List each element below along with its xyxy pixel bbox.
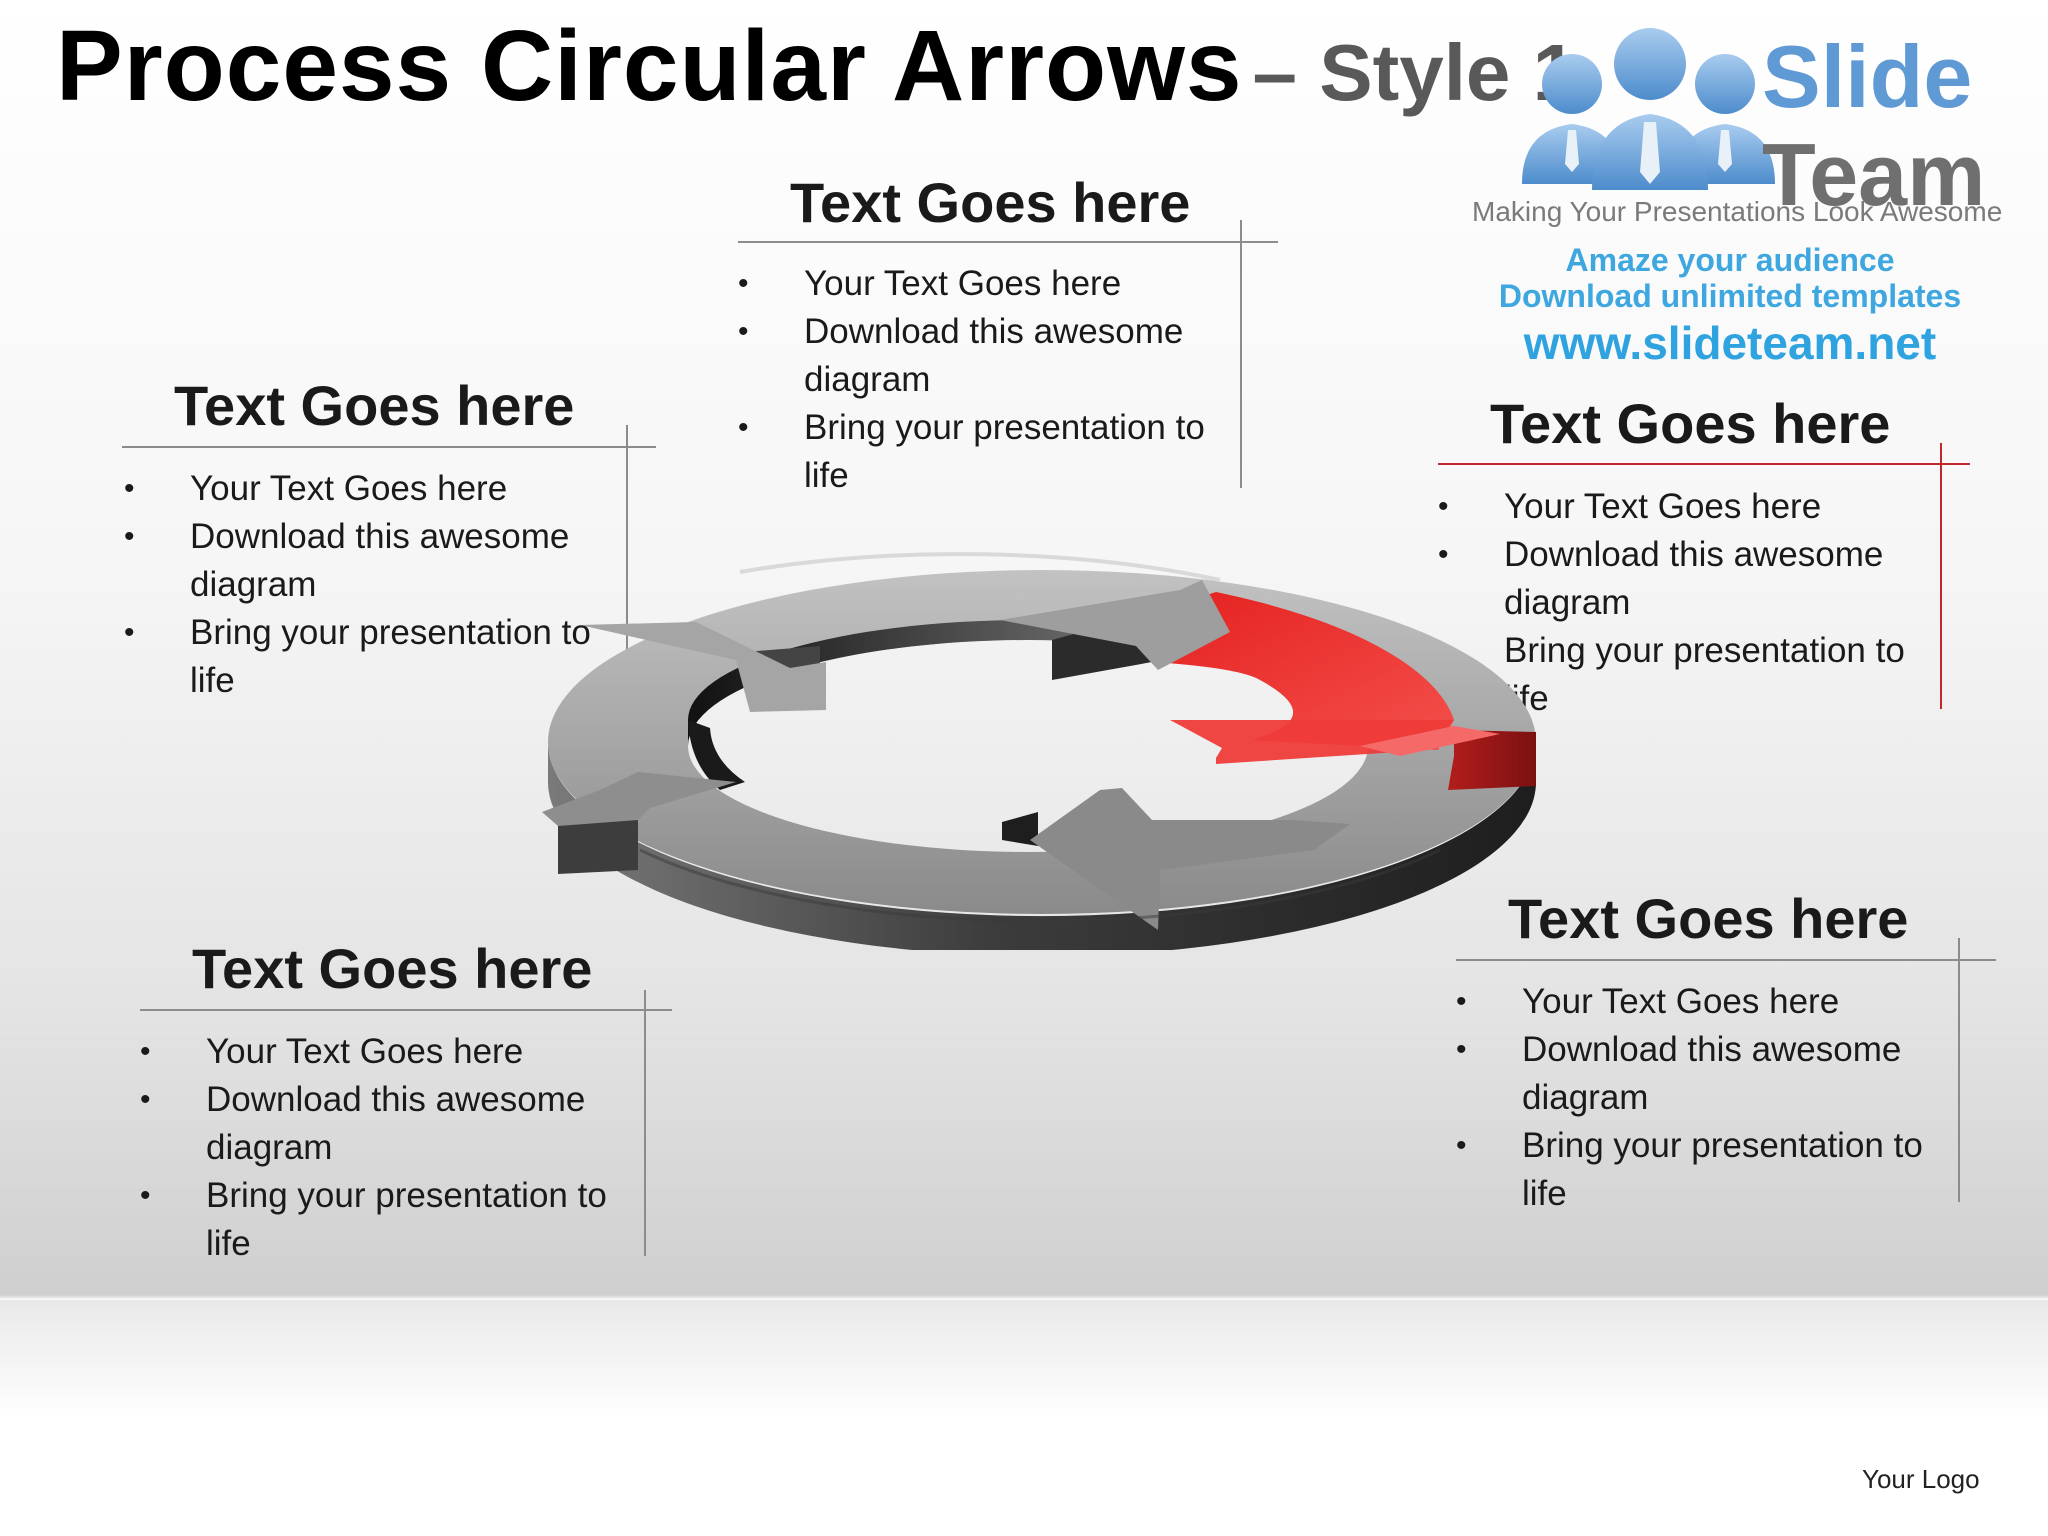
arrow-head-top xyxy=(1000,580,1230,670)
slideteam-logo[interactable]: Slide Team Making Your Presentations Loo… xyxy=(1460,18,2020,369)
block-divider-vertical xyxy=(1240,220,1242,488)
block-divider xyxy=(738,241,1278,243)
bullet-list: Your Text Goes here Download this awesom… xyxy=(124,465,624,705)
your-logo-placeholder: Your Logo xyxy=(1862,1464,1980,1494)
block-heading: Text Goes here xyxy=(1490,392,1891,455)
block-heading: Text Goes here xyxy=(1508,887,1909,950)
arrow-head-top-left xyxy=(580,622,826,712)
promo-line-1: Amaze your audience xyxy=(1565,242,1895,278)
bullet-item: Download this awesome diagram xyxy=(1456,1026,1956,1122)
block-divider-vertical xyxy=(1940,443,1942,709)
bullet-item: Download this awesome diagram xyxy=(738,308,1238,404)
bullet-list: Your Text Goes here Download this awesom… xyxy=(738,260,1238,500)
promo-line-2: Download unlimited templates xyxy=(1498,278,1962,314)
slide-title: Process Circular Arrows– Style 1 xyxy=(56,16,1577,116)
logo-tagline: Making Your Presentations Look Awesome xyxy=(1472,196,2003,227)
ring-inner-wall-left xyxy=(688,720,745,790)
ring-bottom-shadow xyxy=(639,848,1441,923)
red-arrow-tip xyxy=(1448,730,1536,790)
block-divider xyxy=(1438,463,1970,465)
bullet-item: Your Text Goes here xyxy=(1456,978,1956,1026)
title-sub: – Style 1 xyxy=(1252,28,1578,117)
block-divider xyxy=(140,1009,672,1011)
bullet-item: Bring your presentation to life xyxy=(738,404,1238,500)
text-block-bottom-left: Text Goes here Your Text Goes here Downl… xyxy=(132,928,692,1268)
block-heading: Text Goes here xyxy=(192,937,593,1000)
red-arrow-edge xyxy=(1360,726,1500,756)
ring-rim-highlight xyxy=(739,552,1221,582)
bullet-item: Bring your presentation to life xyxy=(124,609,624,705)
title-main: Process Circular Arrows xyxy=(56,10,1243,122)
block-heading: Text Goes here xyxy=(790,171,1191,234)
logo-team-text: Team xyxy=(1762,125,1986,224)
bullet-item: Bring your presentation to life xyxy=(140,1172,640,1268)
block-divider-vertical xyxy=(1958,938,1960,1202)
text-block-left: Text Goes here Your Text Goes here Downl… xyxy=(116,365,676,705)
block-heading: Text Goes here xyxy=(174,374,575,437)
arrow-gap-left xyxy=(558,812,638,874)
bullet-item: Download this awesome diagram xyxy=(140,1076,640,1172)
arrow-gap-bottom xyxy=(1002,812,1038,846)
arrow-head-left xyxy=(542,772,736,826)
block-divider xyxy=(1456,959,1996,961)
bullet-item: Download this awesome diagram xyxy=(124,513,624,609)
text-block-right: Text Goes here Your Text Goes here Downl… xyxy=(1430,383,1990,723)
circular-arrows-diagram xyxy=(542,552,1536,950)
bullet-list: Your Text Goes here Download this awesom… xyxy=(1456,978,1956,1218)
text-block-top: Text Goes here Your Text Goes here Downl… xyxy=(730,160,1290,500)
floor-gradient xyxy=(0,1300,2048,1420)
promo-url-link[interactable]: www.slideteam.net xyxy=(1523,317,1937,369)
arrow-head-bottom xyxy=(1030,788,1350,930)
block-divider-vertical xyxy=(644,990,646,1256)
logo-slide-text: Slide xyxy=(1762,27,1973,126)
text-block-bottom-right: Text Goes here Your Text Goes here Downl… xyxy=(1448,878,2008,1218)
block-divider xyxy=(122,446,656,448)
bullet-item: Your Text Goes here xyxy=(140,1028,640,1076)
people-icon xyxy=(1522,28,1775,190)
bullet-item: Your Text Goes here xyxy=(124,465,624,513)
bullet-item: Download this awesome diagram xyxy=(1438,531,1938,627)
bullet-list: Your Text Goes here Download this awesom… xyxy=(1438,483,1938,723)
block-divider-vertical xyxy=(626,425,628,693)
bullet-item: Your Text Goes here xyxy=(738,260,1238,308)
bullet-item: Bring your presentation to life xyxy=(1456,1122,1956,1218)
bullet-list: Your Text Goes here Download this awesom… xyxy=(140,1028,640,1268)
red-arrow-head xyxy=(1170,720,1454,764)
bullet-item: Your Text Goes here xyxy=(1438,483,1938,531)
